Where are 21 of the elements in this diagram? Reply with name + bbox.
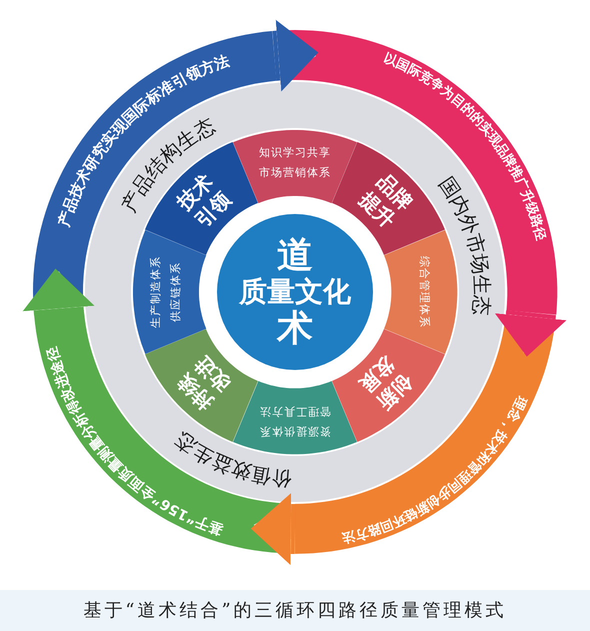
segment-label: 资源提供体系 bbox=[258, 424, 331, 440]
segment-label: 综合管理体系 bbox=[416, 256, 432, 328]
arrow bbox=[250, 492, 296, 565]
arrow bbox=[22, 268, 94, 315]
segment-label: 管理工具方法 bbox=[258, 404, 331, 420]
arrow bbox=[272, 20, 318, 92]
ring-segment bbox=[133, 230, 206, 354]
ring-segment bbox=[233, 130, 357, 204]
segment-label: 生产制造体系 bbox=[148, 256, 163, 328]
caption: 基于“道术结合”的三循环四路径质量管理模式 bbox=[83, 599, 507, 622]
center-label: 道 bbox=[277, 234, 313, 276]
segment-label: 持续改进 bbox=[170, 351, 236, 418]
center-label: 质量文化 bbox=[239, 276, 351, 308]
center-label: 术 bbox=[277, 308, 313, 350]
segment-label: 知识学习共享 bbox=[258, 144, 331, 161]
segment-label: 品牌提升 bbox=[354, 168, 420, 234]
arrow bbox=[494, 310, 567, 357]
segment-label: 供应链体系 bbox=[168, 260, 183, 324]
segment-label: 市场营销体系 bbox=[258, 164, 331, 181]
segment-label: 技术引领 bbox=[172, 168, 236, 234]
segment-label: 创新发展 bbox=[354, 351, 420, 418]
